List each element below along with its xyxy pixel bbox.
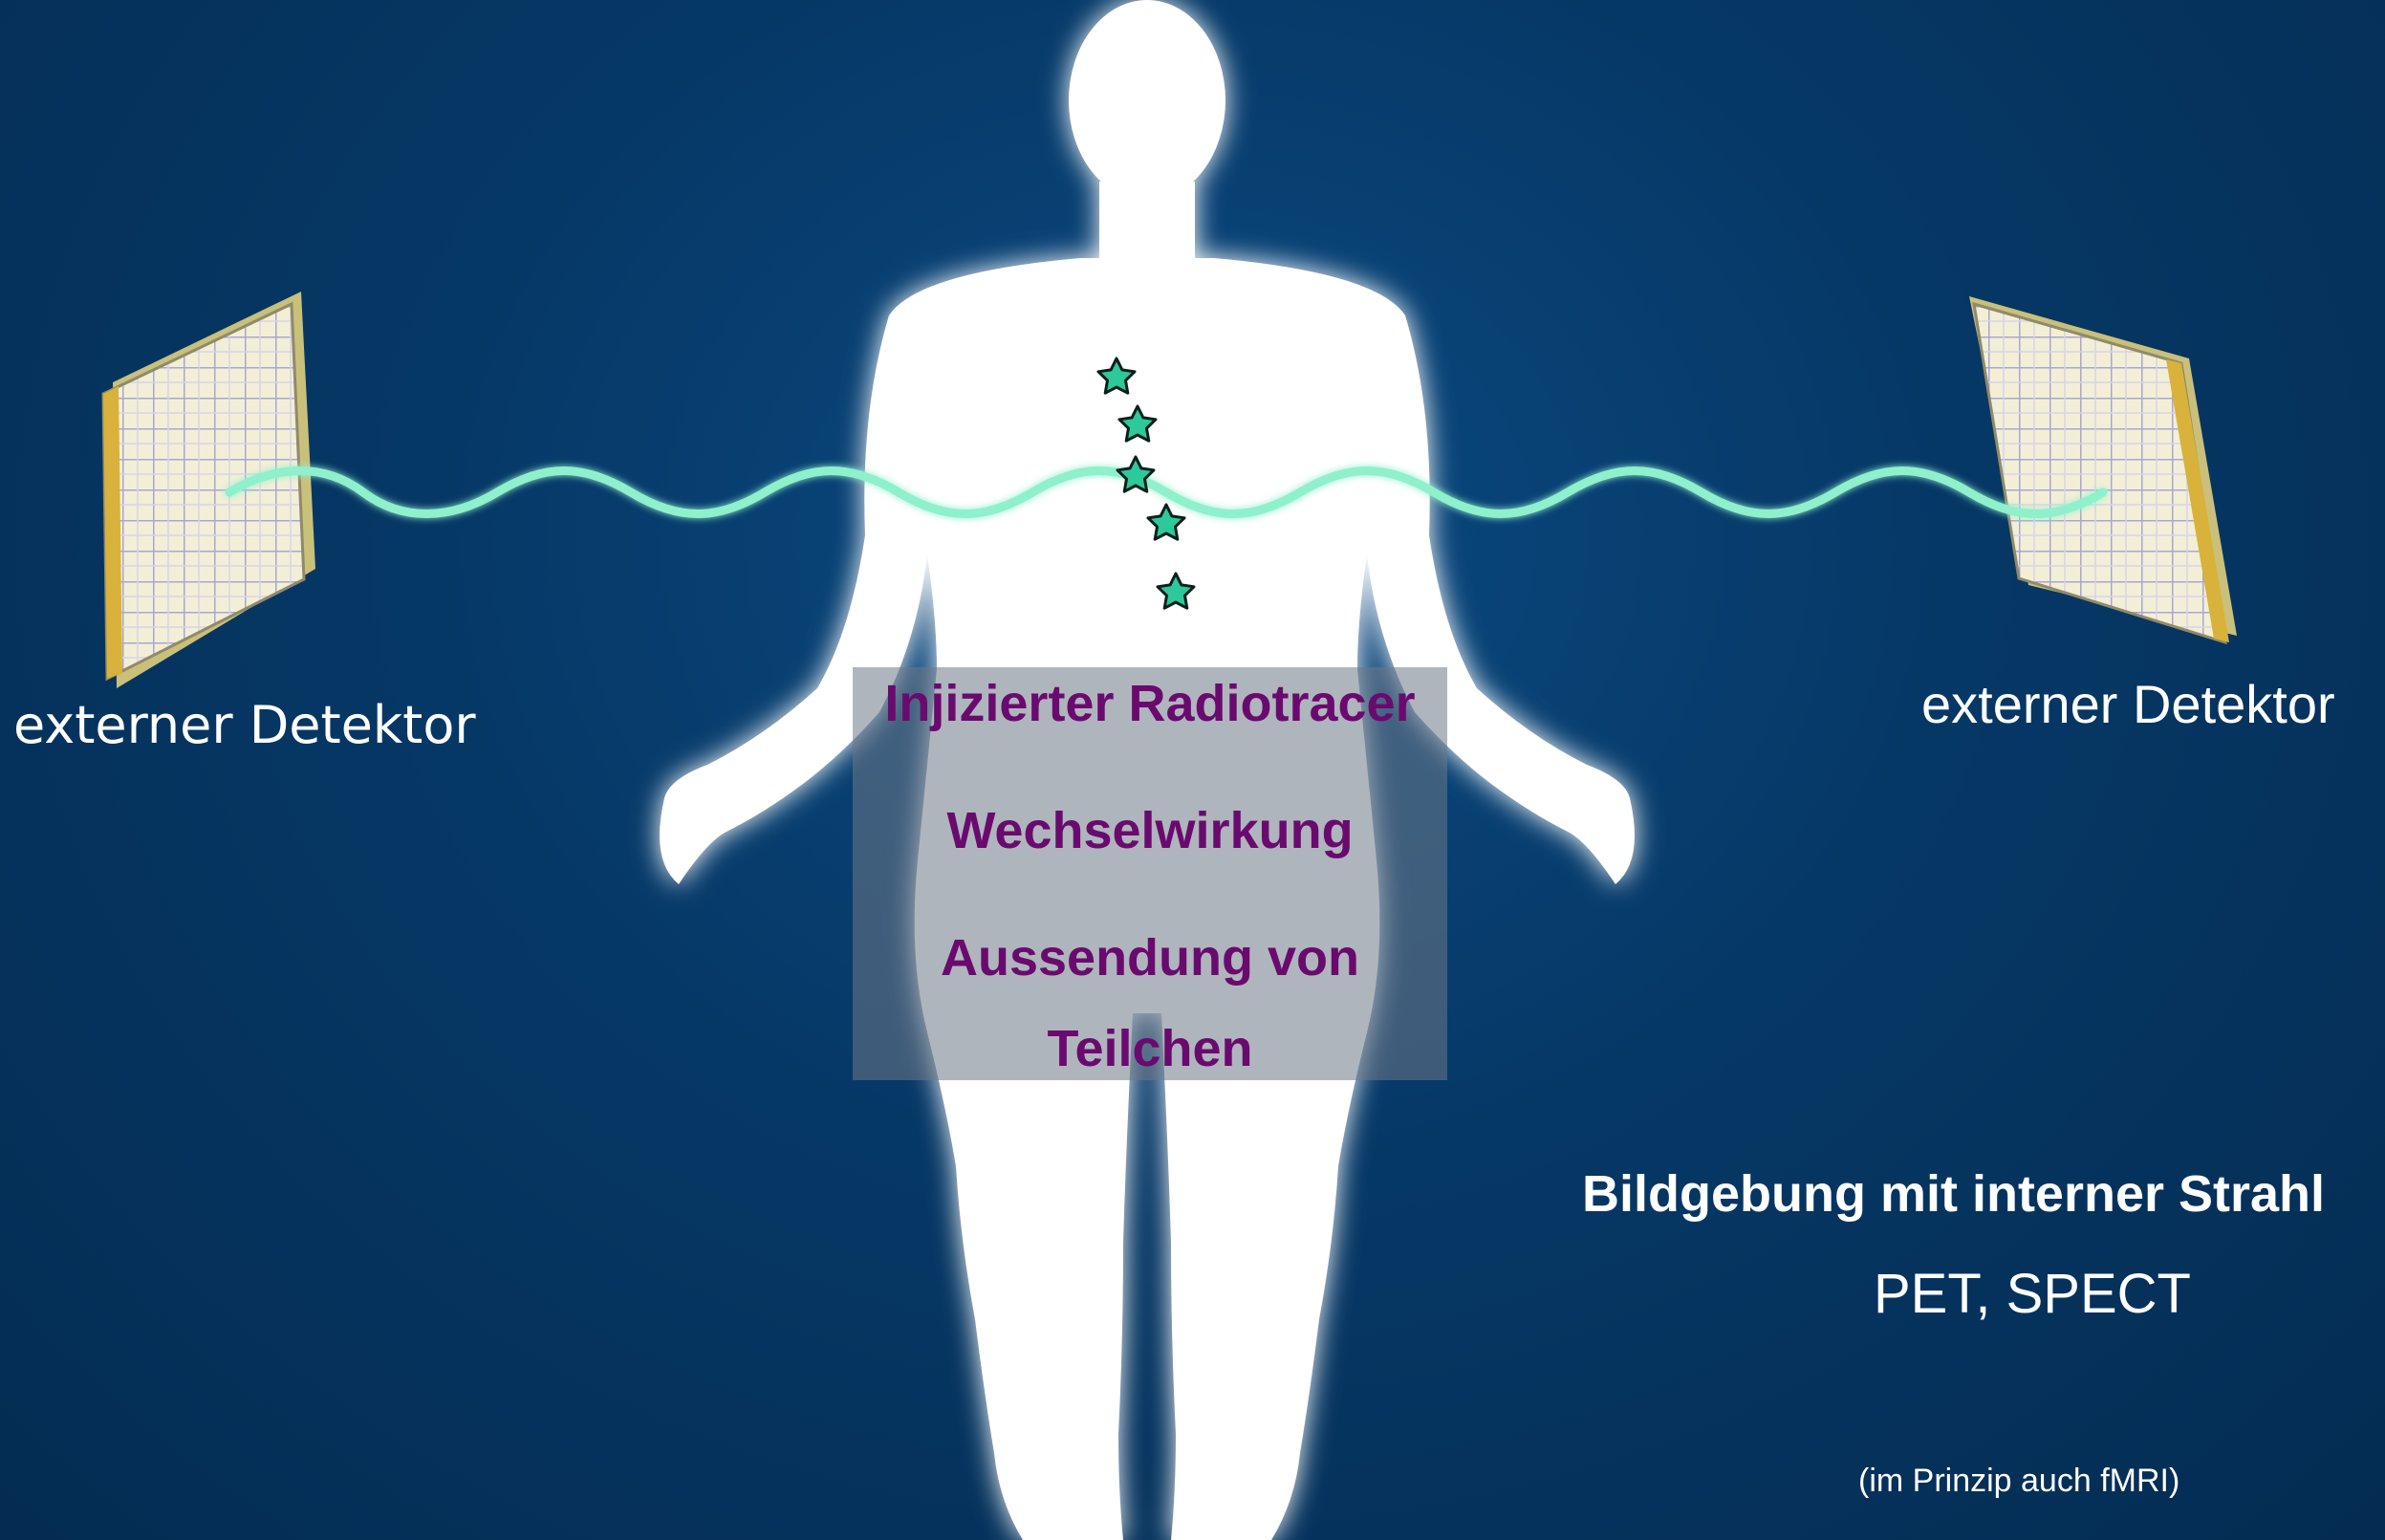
caption-title: Bildgebung mit interner Strahl (1582, 1164, 2325, 1224)
process-step-injected-tracer: Injizierter Radiotracer (853, 674, 1447, 733)
process-step-emission: Aussendung von (853, 928, 1447, 987)
process-box: Injizierter Radiotracer Wechselwirkung A… (853, 667, 1447, 1080)
process-step-interaction: Wechselwirkung (853, 801, 1447, 860)
caption-subtitle: PET, SPECT (1874, 1262, 2191, 1326)
left-detector-label: externer Detektor (13, 695, 476, 755)
right-detector-label: externer Detektor (1921, 673, 2335, 735)
left-detector-panel-icon (103, 292, 315, 688)
process-step-emission-continued: Teilchen (853, 1019, 1447, 1078)
right-detector-panel-icon (1969, 296, 2237, 642)
caption-note: (im Prinzip auch fMRI) (1858, 1463, 2179, 1500)
